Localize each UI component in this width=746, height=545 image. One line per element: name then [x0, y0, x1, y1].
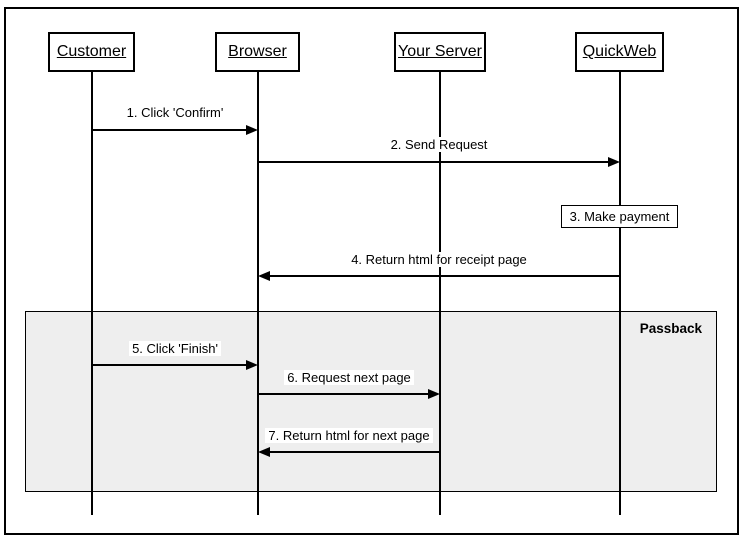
actor-your-server-label: Your Server [398, 43, 482, 60]
message-3-label: 3. Make payment [569, 209, 670, 224]
actor-your-server: Your Server [394, 32, 486, 72]
message-2-label: 2. Send Request [258, 137, 620, 153]
message-4-arrowhead-icon [258, 271, 270, 281]
message-4-label: 4. Return html for receipt page [258, 252, 620, 268]
message-1-line [92, 129, 246, 131]
message-6-label: 6. Request next page [258, 370, 440, 386]
lifeline-your-server [439, 72, 441, 515]
lifeline-quickweb [619, 72, 621, 515]
actor-browser-label: Browser [228, 43, 287, 60]
message-3-box: 3. Make payment [561, 205, 678, 228]
actor-customer: Customer [48, 32, 135, 72]
message-5-line [92, 364, 246, 366]
message-6-line [258, 393, 428, 395]
message-1-arrowhead-icon [246, 125, 258, 135]
message-2-arrowhead-icon [608, 157, 620, 167]
message-5-label: 5. Click 'Finish' [92, 341, 258, 357]
message-7-label: 7. Return html for next page [258, 428, 440, 444]
message-1-label: 1. Click 'Confirm' [92, 105, 258, 121]
actor-quickweb-label: QuickWeb [582, 43, 657, 60]
actor-browser: Browser [215, 32, 300, 72]
lifeline-customer [91, 72, 93, 515]
message-7-arrowhead-icon [258, 447, 270, 457]
passback-label: Passback [639, 321, 702, 336]
message-5-arrowhead-icon [246, 360, 258, 370]
message-4-line [270, 275, 620, 277]
passback-frame: Passback [25, 311, 717, 492]
message-2-line [258, 161, 608, 163]
message-6-arrowhead-icon [428, 389, 440, 399]
actor-customer-label: Customer [56, 43, 127, 60]
actor-quickweb: QuickWeb [575, 32, 664, 72]
message-7-line [270, 451, 440, 453]
lifeline-browser [257, 72, 259, 515]
